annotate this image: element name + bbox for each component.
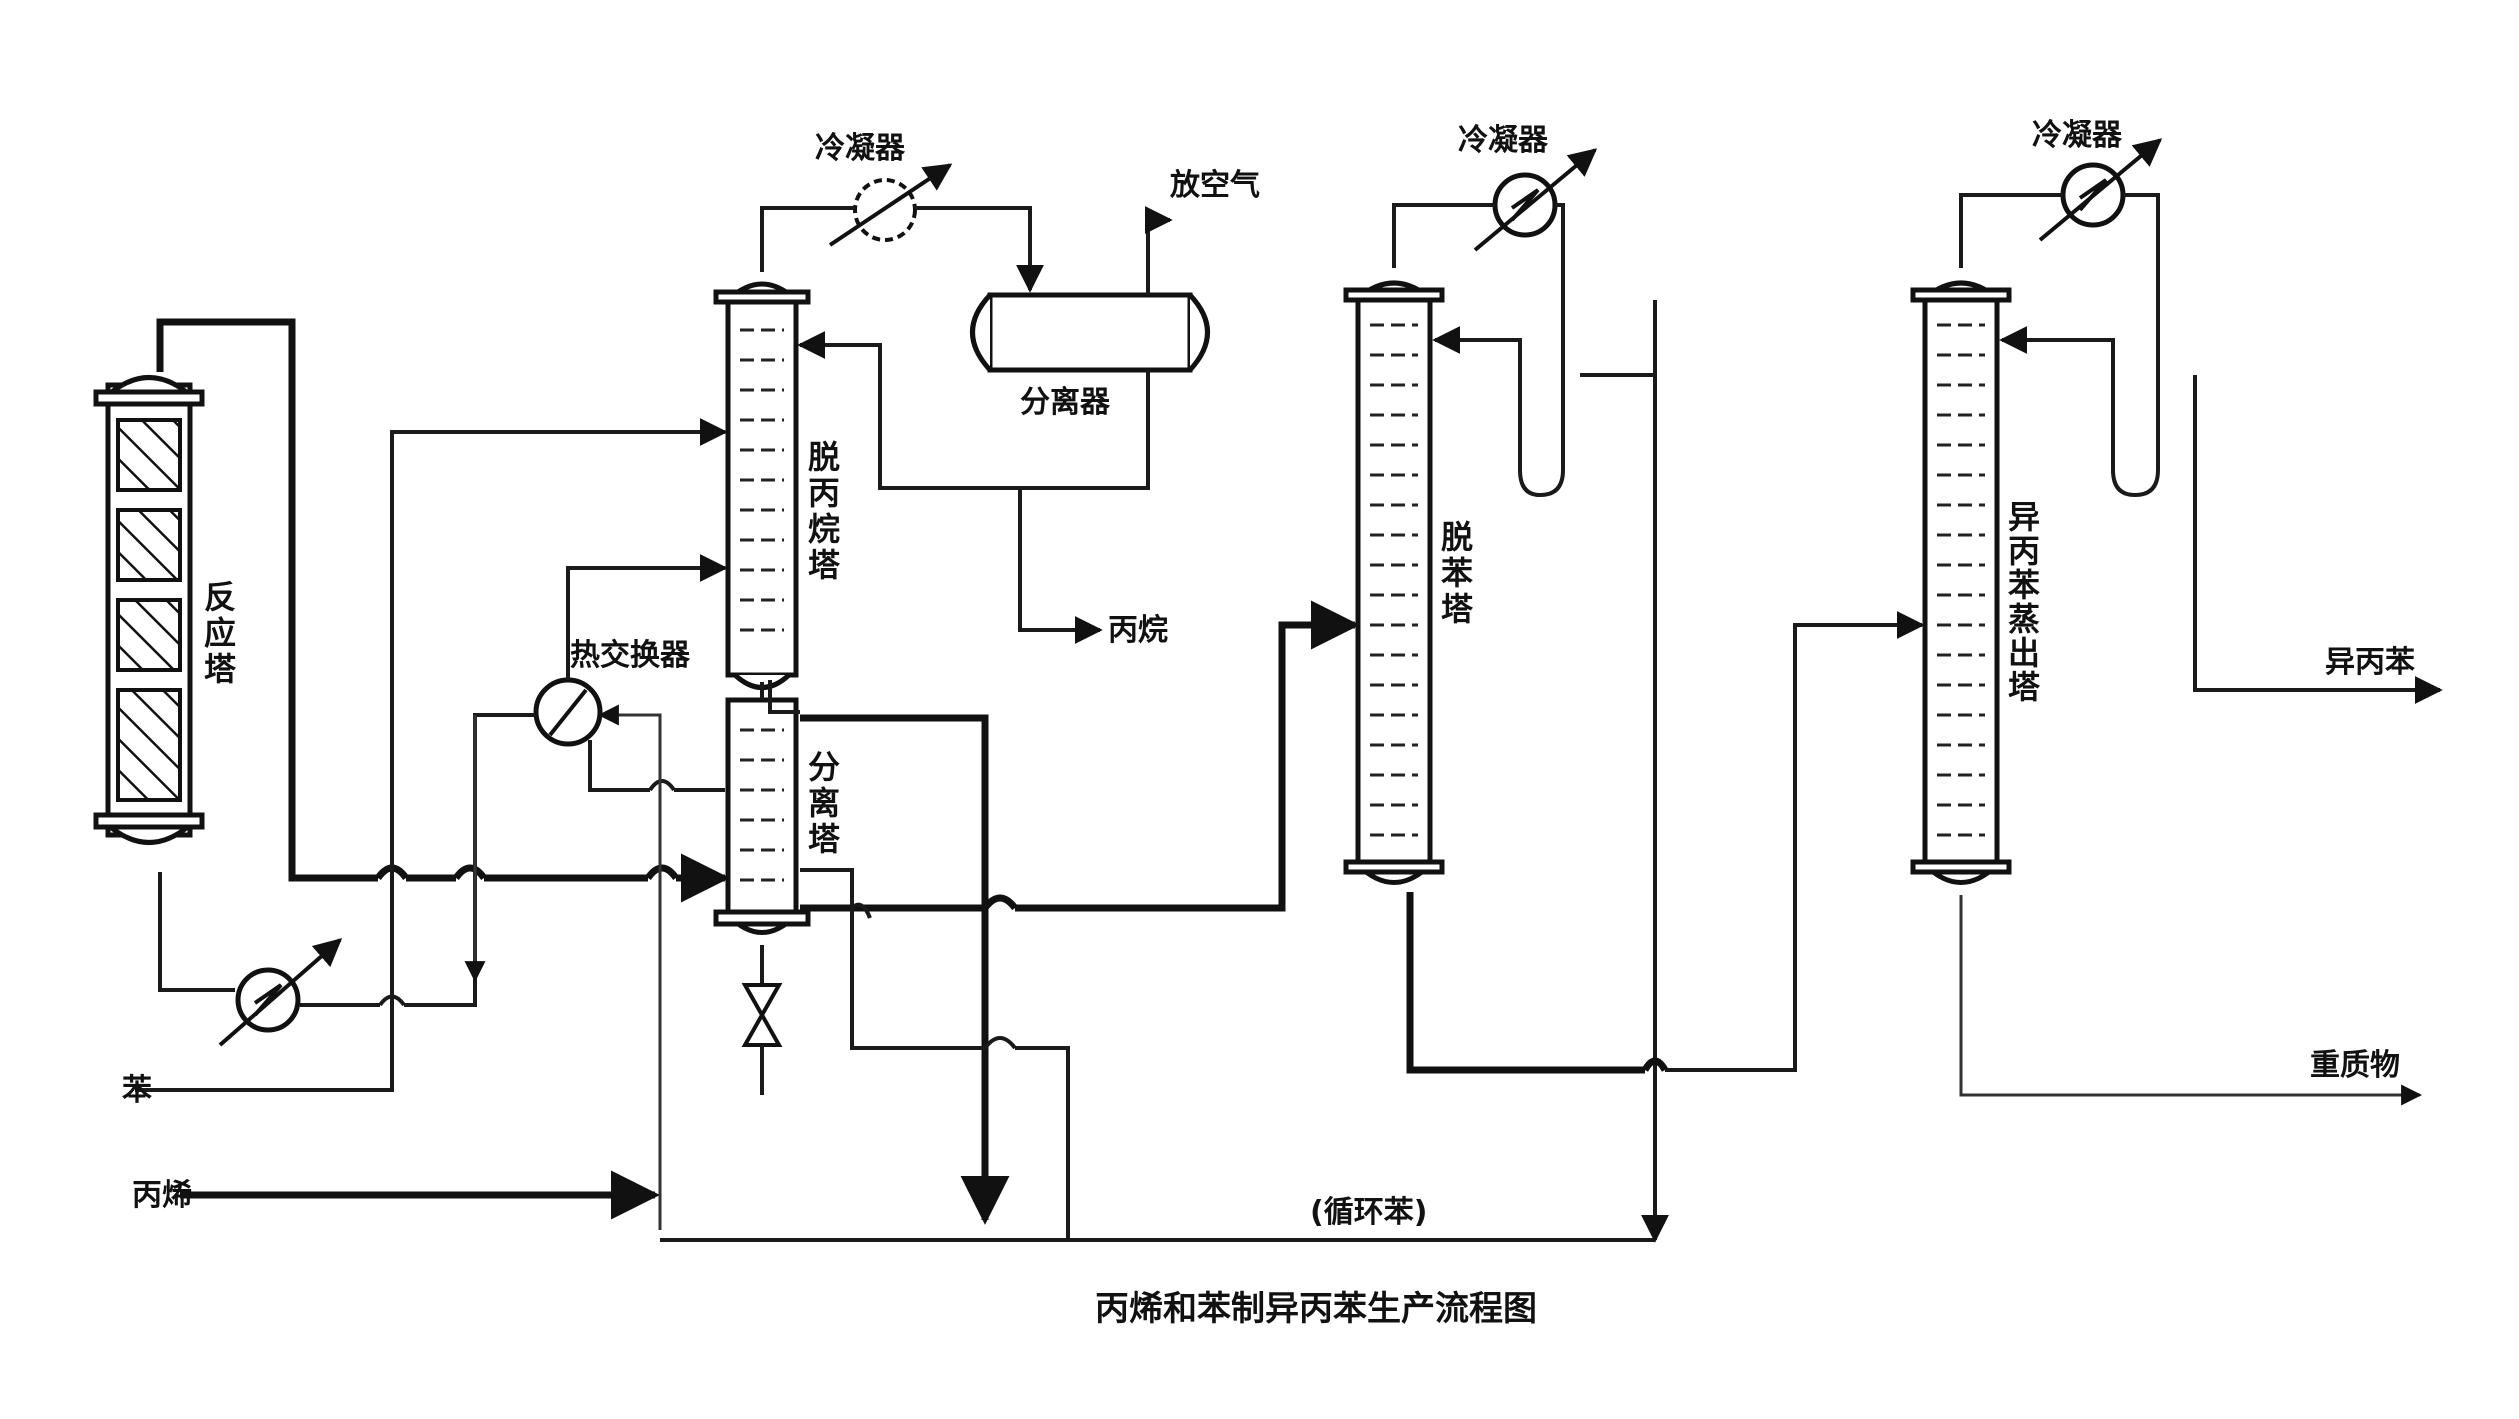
separator-tower <box>713 697 811 935</box>
drain-valve <box>741 945 783 1095</box>
diagram-title: 丙烯和苯制异丙苯生产流程图 <box>1095 1289 1537 1329</box>
vent-gas-label: 放空气 <box>1169 168 1260 203</box>
condenser-2-icon <box>1473 148 1598 252</box>
separator-drum <box>970 292 1210 373</box>
heat-exchanger-icon <box>533 677 603 747</box>
piping <box>135 193 2443 1243</box>
cumene-product-label: 异丙苯 <box>2325 645 2415 680</box>
propylene-feed-label: 丙烯 <box>132 1178 192 1213</box>
depropanizer-label: 脱丙烷塔 <box>803 440 841 584</box>
condenser-3-icon <box>2038 138 2163 242</box>
reactor-tower <box>93 375 205 845</box>
heavies-product-label: 重质物 <box>2310 1048 2400 1083</box>
feed-cooler-icon <box>218 938 343 1047</box>
cumene-tower-label: 异丙苯蒸出塔 <box>2003 500 2041 704</box>
debenzenizer-tower <box>1343 280 1445 885</box>
separator-tower-label: 分离塔 <box>803 750 841 858</box>
reactor-label: 反应塔 <box>199 580 237 688</box>
propane-product-label: 丙烷 <box>1108 613 1168 648</box>
condenser-2-label: 冷凝器 <box>1458 123 1549 158</box>
benzene-feed-label: 苯 <box>122 1073 152 1108</box>
cumene-tower <box>1910 280 2012 885</box>
condenser-1-label: 冷凝器 <box>815 131 906 166</box>
heat-exchanger-label: 热交换器 <box>570 638 691 673</box>
separator-drum-label: 分离器 <box>1020 385 1111 420</box>
condenser-3-label: 冷凝器 <box>2032 118 2123 153</box>
debenzenizer-label: 脱苯塔 <box>1436 520 1474 628</box>
depropanizer-tower <box>713 281 811 690</box>
condenser-1-icon <box>828 163 953 247</box>
recycle-benzene-label: (循环苯) <box>1310 1195 1427 1230</box>
